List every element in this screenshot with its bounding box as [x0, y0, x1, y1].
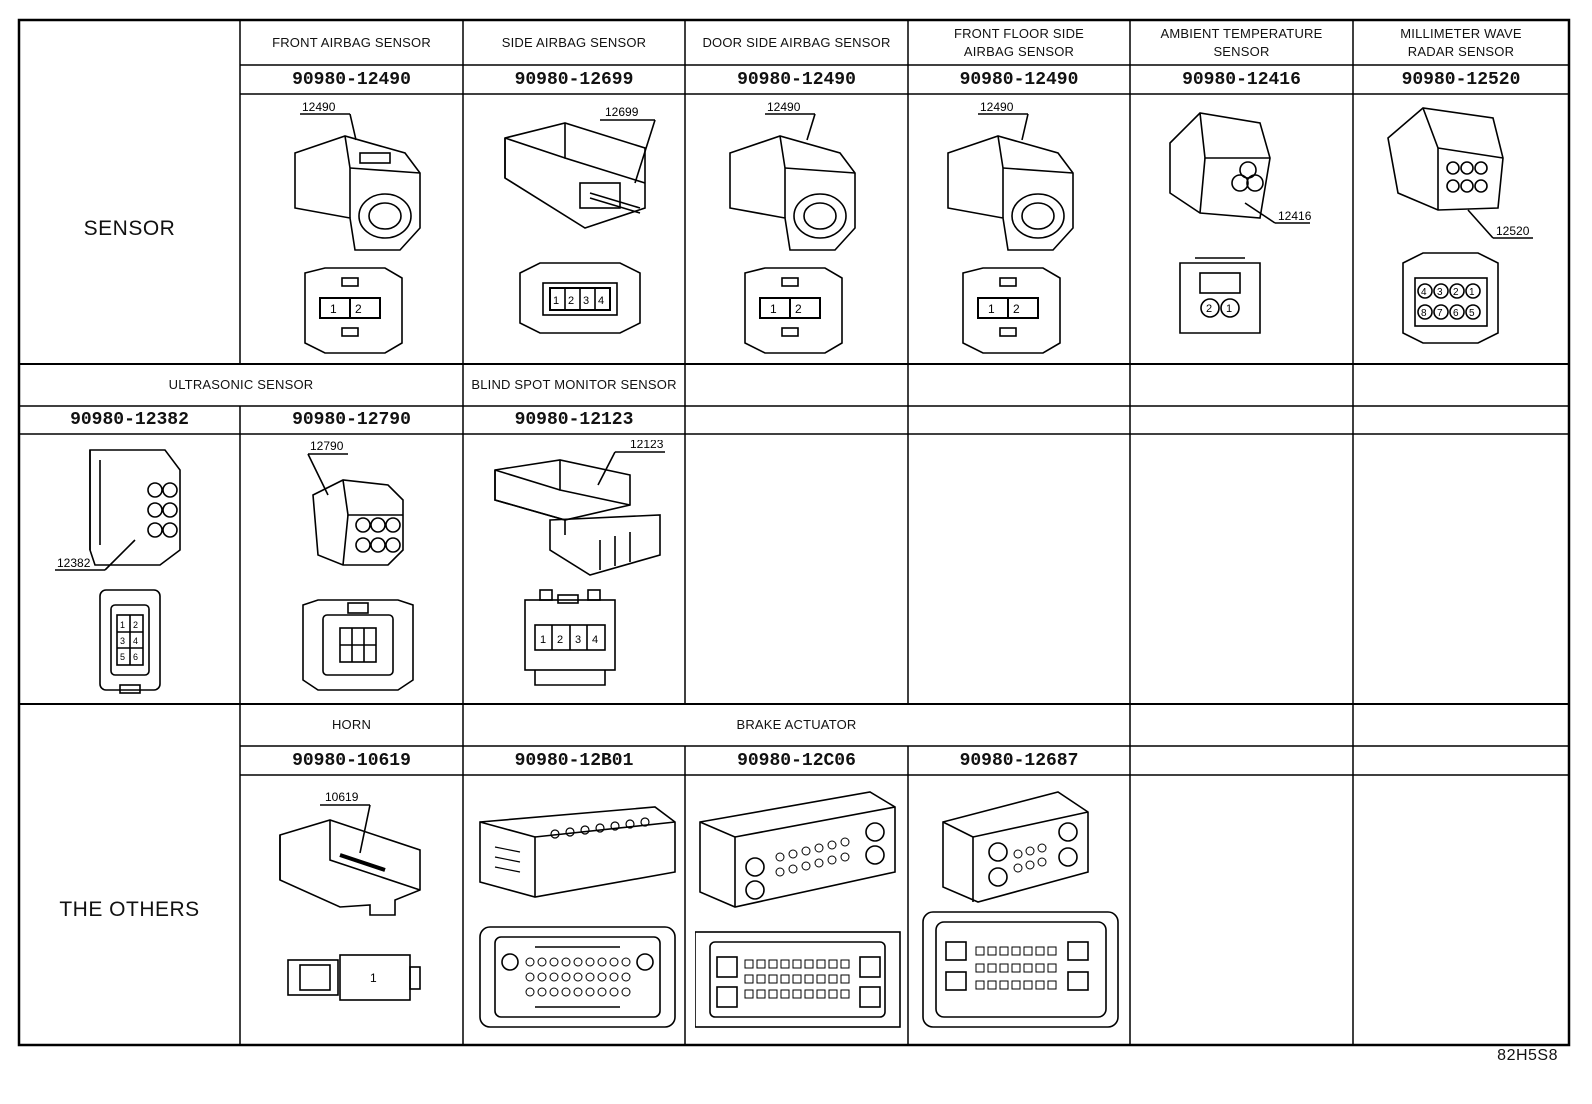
pin-label: 2 — [1206, 303, 1212, 315]
group-label-sensor: SENSOR — [83, 217, 176, 240]
pin-label: 6 — [1453, 308, 1459, 319]
pin-label: 2 — [1453, 287, 1459, 298]
header-ambient-temperature-sensor: AMBIENT TEMPERATURE SENSOR — [1160, 25, 1323, 59]
header-front-floor-side-airbag-sensor: FRONT FLOOR SIDE AIRBAG SENSOR — [953, 25, 1085, 59]
part-number: 90980-12123 — [514, 410, 634, 430]
part-number: 90980-12490 — [292, 69, 411, 90]
pin-label: 3 — [120, 636, 125, 646]
radar-pin-row-bottom — [1417, 304, 1481, 320]
pin-label: 1 — [120, 620, 125, 630]
pin-label: 2 — [557, 634, 563, 646]
part-number: 90980-12B01 — [514, 750, 634, 771]
pin-label: 1 — [988, 302, 995, 316]
part-number: 90980-12699 — [514, 69, 634, 90]
header-brake-actuator: BRAKE ACTUATOR — [736, 717, 857, 732]
callout-label: 12382 — [57, 556, 91, 570]
radar-pin-row-top — [1417, 283, 1481, 299]
horn-connector-drawing: 10619 1 — [270, 785, 440, 1035]
pin-label: 4 — [592, 634, 598, 646]
brake-actuator-12c06-connector-drawing — [695, 782, 905, 1042]
part-number: 90980-12416 — [1182, 69, 1301, 90]
part-number: 90980-12490 — [959, 69, 1079, 90]
side-airbag-connector-drawing: 12699 1 2 3 4 — [495, 98, 665, 360]
pin-label: 1 — [370, 971, 377, 985]
part-number: 90980-12790 — [292, 410, 411, 430]
callout-label: 12490 — [767, 100, 801, 114]
callout-label: 12699 — [605, 105, 639, 119]
pin-label: 6 — [133, 652, 138, 662]
pin-label: 5 — [1469, 308, 1475, 319]
pin-label: 4 — [133, 636, 138, 646]
pin-label: 2 — [1013, 302, 1020, 316]
callout-label: 12416 — [1278, 209, 1312, 223]
header-ultrasonic-sensor: ULTRASONIC SENSOR — [168, 377, 314, 392]
part-number: 90980-12382 — [70, 410, 189, 430]
pin-label: 1 — [553, 295, 559, 307]
pin-label: 7 — [1437, 308, 1443, 319]
group-label-others: THE OTHERS — [59, 898, 200, 921]
pin-label: 2 — [133, 620, 138, 630]
ultrasonic-12382-connector-drawing: 12382 1 2 3 4 5 6 — [45, 440, 215, 700]
pin-label: 4 — [598, 295, 604, 307]
header-door-side-airbag-sensor: DOOR SIDE AIRBAG SENSOR — [702, 34, 891, 50]
millimeter-wave-radar-connector-drawing: 12520 4 3 2 1 8 7 6 5 — [1383, 98, 1553, 360]
part-number: 90980-12687 — [959, 750, 1079, 771]
part-number: 90980-12520 — [1401, 69, 1521, 90]
header-horn: HORN — [331, 717, 372, 732]
part-number: 90980-12490 — [737, 69, 856, 90]
pin-label: 2 — [355, 302, 362, 316]
header-millimeter-wave-radar-sensor: MILLIMETER WAVE RADAR SENSOR — [1400, 25, 1522, 59]
pin-label: 1 — [1469, 287, 1475, 298]
figure-id: 82H5S8 — [1497, 1047, 1558, 1064]
ambient-temperature-connector-drawing: 12416 2 1 — [1160, 98, 1330, 360]
pin-label: 5 — [120, 652, 125, 662]
brake-actuator-12687-connector-drawing — [918, 782, 1128, 1042]
callout-label: 12790 — [310, 440, 344, 453]
header-side-airbag-sensor: SIDE AIRBAG SENSOR — [501, 34, 647, 50]
header-front-airbag-sensor: FRONT AIRBAG SENSOR — [272, 34, 431, 50]
pin-label: 1 — [770, 302, 777, 316]
pin-label: 1 — [540, 634, 546, 646]
pin-label: 3 — [583, 295, 589, 307]
pin-label: 1 — [1226, 303, 1232, 315]
pin-label: 1 — [330, 302, 337, 316]
ultrasonic-12790-connector-drawing: 12790 — [268, 440, 438, 700]
pin-label: 3 — [575, 634, 581, 646]
pin-label: 2 — [568, 295, 574, 307]
callout-label: 12490 — [980, 100, 1014, 114]
pin-label: 4 — [1421, 287, 1427, 298]
callout-label: 10619 — [325, 790, 359, 804]
pin-label: 3 — [1437, 287, 1443, 298]
callout-label: 12490 — [302, 100, 336, 114]
callout-label: 12123 — [630, 440, 664, 451]
door-side-airbag-connector-drawing: 12490 1 2 — [715, 98, 885, 360]
brake-actuator-12b01-connector-drawing — [475, 782, 685, 1042]
blind-spot-monitor-connector-drawing: 12123 1 2 3 4 — [490, 440, 670, 700]
header-blind-spot-monitor-sensor: BLIND SPOT MONITOR SENSOR — [471, 377, 677, 392]
front-floor-side-airbag-connector-drawing: 12490 1 2 — [938, 98, 1108, 360]
part-number: 90980-10619 — [292, 750, 411, 771]
front-airbag-connector-drawing: 12490 1 2 — [270, 98, 440, 360]
pin-label: 2 — [795, 302, 802, 316]
part-number: 90980-12C06 — [737, 750, 856, 771]
pin-label: 8 — [1421, 308, 1427, 319]
callout-label: 12520 — [1496, 224, 1530, 238]
